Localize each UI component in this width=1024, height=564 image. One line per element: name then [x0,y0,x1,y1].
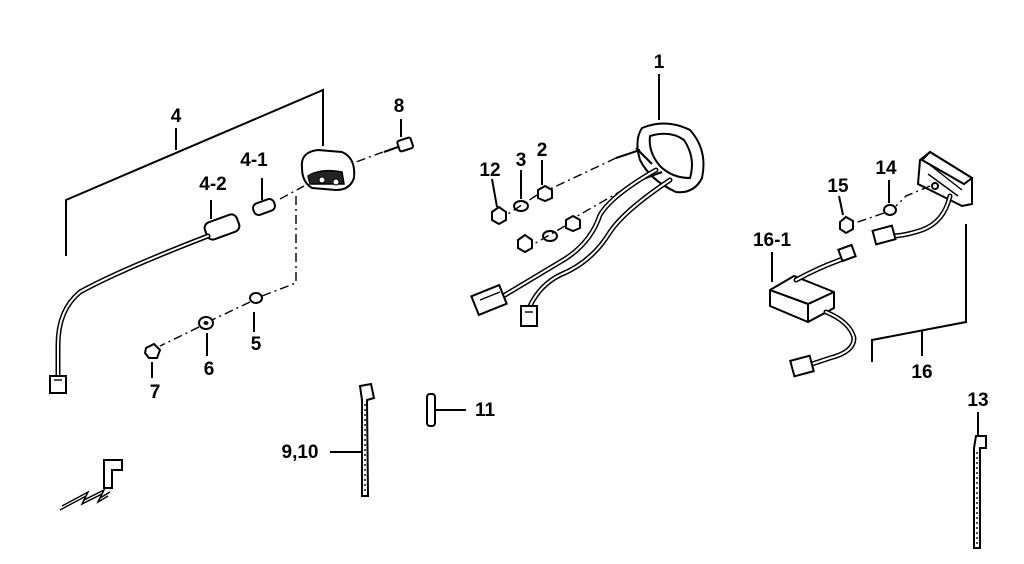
callout-1: 1 [654,52,665,73]
harness-connector-b [520,305,538,327]
leader-12 [491,178,498,208]
pin-11 [426,393,466,427]
nut-12 [491,205,507,226]
callout-15: 15 [827,176,849,197]
reflector-connector [871,224,897,246]
callout-7: 7 [150,382,161,403]
leader-15 [838,195,844,216]
cable-tie-9-10 [330,382,376,497]
callout-3: 3 [516,150,527,171]
control-module-16-1 [769,274,835,324]
grommet-4-2 [203,200,241,241]
callout-2: 2 [537,140,548,161]
washer-14 [883,204,897,216]
callout-6: 6 [204,359,215,380]
bolt-8 [383,136,414,153]
clamp-sketch [59,459,123,511]
bracket-4 [65,88,324,256]
nut-7 [143,342,162,359]
callout-11: 11 [475,400,496,421]
nut-15 [839,215,854,235]
callout-16-1: 16-1 [753,230,791,251]
callout-8: 8 [394,96,405,117]
cable-tie-13 [973,412,987,549]
callout-14: 14 [875,158,897,179]
bulb-socket-4-1 [252,178,276,216]
nut-2 [537,184,553,203]
bracket-16 [871,224,967,362]
tail-lamp-lens [615,122,705,194]
callout-16: 16 [911,362,932,383]
callout-12: 12 [479,160,500,181]
reflector-lamp [916,150,974,208]
callout-9-10: 9,10 [282,442,319,463]
tail-lamp-assembly [470,74,705,327]
callout-13: 13 [967,390,988,411]
lamp-connector [49,375,67,394]
lamp-cable [55,233,211,381]
callout-4: 4 [171,106,182,127]
license-lamp-assembly [49,88,414,394]
harness-connector-a [470,283,508,317]
tail-lamp-harness [497,167,659,301]
washer-5 [249,292,263,304]
callout-4-1: 4-1 [240,150,268,171]
lamp-housing [300,148,356,192]
callout-4-2: 4-2 [199,174,226,195]
module-connector [789,354,815,378]
callout-5: 5 [251,334,262,355]
reflector-assembly [769,150,974,378]
